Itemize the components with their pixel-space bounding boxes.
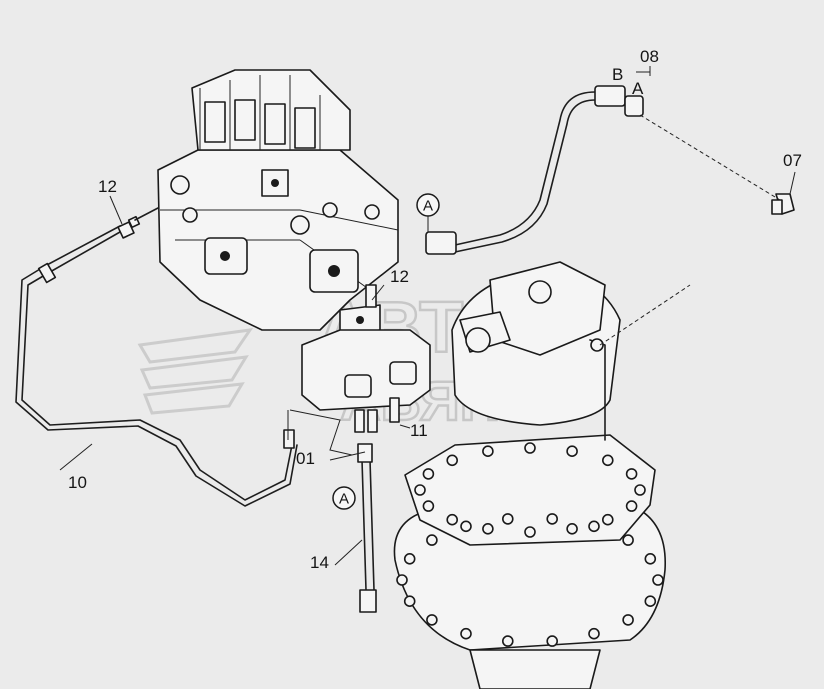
bolt [524, 526, 536, 538]
bolt [422, 468, 435, 480]
control-valve [157, 69, 399, 336]
label-B: B [612, 65, 623, 84]
bolt [546, 635, 559, 647]
bolt [622, 614, 634, 626]
label-11: 11 [410, 421, 428, 440]
label-A-point: A [632, 79, 644, 98]
label-12-right: 12 [390, 267, 409, 286]
flange-bolts [396, 513, 664, 647]
bolt [414, 484, 426, 496]
leader-lines [59, 66, 796, 566]
label-10: 10 [68, 473, 87, 492]
bolt [422, 500, 435, 512]
bolt [546, 513, 559, 525]
label-12-left: 12 [98, 177, 117, 196]
bolt [426, 614, 438, 626]
valve-sub-block [301, 284, 431, 433]
bolt [482, 522, 494, 535]
svg-text:A: A [423, 198, 433, 215]
label-07: 07 [783, 151, 802, 170]
bolt [644, 595, 657, 608]
bolt [460, 520, 472, 533]
bolt [396, 574, 408, 586]
bolt [601, 513, 614, 526]
bolt [446, 454, 459, 467]
bolt [482, 445, 494, 458]
label-14: 14 [310, 553, 329, 572]
bolt [588, 627, 600, 640]
bolt [426, 534, 438, 546]
svg-text:A: A [339, 491, 349, 508]
hose-08 [425, 85, 644, 255]
bolt [403, 595, 416, 608]
bolt [403, 552, 416, 565]
bolt [644, 552, 657, 565]
bolt [566, 445, 578, 458]
bolt [601, 454, 614, 467]
pipe-10 [15, 225, 298, 507]
bolt [625, 500, 638, 512]
bolt [446, 513, 459, 526]
bolt [588, 520, 600, 533]
label-08: 08 [640, 47, 659, 66]
fitting-12-left [117, 207, 159, 239]
pipe-14 [357, 443, 377, 613]
bolt [501, 513, 514, 525]
bolt [622, 534, 634, 546]
motor-bolts [414, 442, 646, 538]
bolt [566, 522, 578, 535]
label-01: 01 [296, 449, 315, 468]
bolt [625, 468, 638, 480]
callout-a-bottom: A [332, 486, 356, 510]
bolt [501, 635, 514, 647]
part-labels: 12 12 08 B A 07 10 01 11 14 [68, 47, 802, 572]
bolt [460, 627, 472, 640]
bolt [524, 442, 536, 454]
bolt [634, 484, 646, 496]
swing-motor [393, 261, 666, 689]
bolt [652, 574, 664, 586]
fitting-07 [771, 193, 795, 215]
callout-a-top: A [416, 193, 440, 232]
